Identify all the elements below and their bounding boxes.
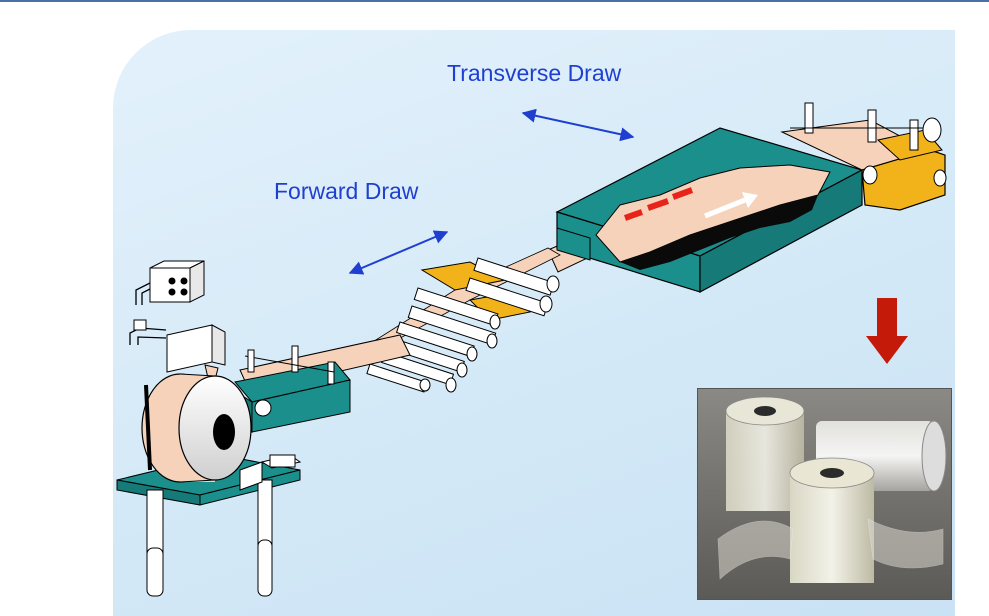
film-rolls-photo	[697, 388, 952, 600]
output-winder	[780, 102, 947, 211]
forward-draw-label: Forward Draw	[274, 178, 419, 204]
transverse-draw-arrow	[521, 108, 635, 142]
casting-section	[116, 260, 411, 597]
transverse-draw-label: Transverse Draw	[447, 60, 622, 86]
top-rule	[0, 0, 989, 2]
output-arrow-icon	[866, 298, 908, 364]
forward-draw-rolls	[359, 247, 561, 393]
tenter-oven	[547, 127, 864, 294]
forward-draw-arrow	[348, 230, 449, 275]
